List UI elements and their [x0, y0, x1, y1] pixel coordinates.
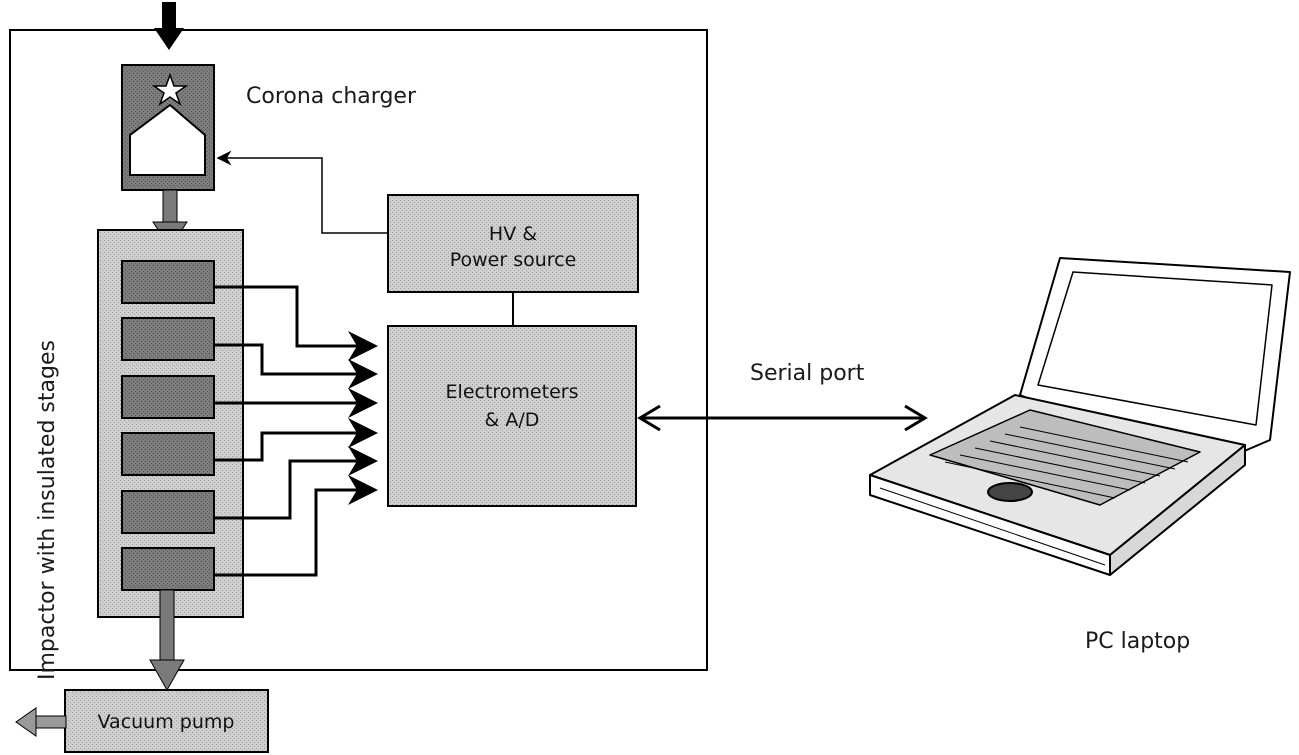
impactor-stage: [122, 318, 214, 360]
impactor-stage: [122, 433, 214, 475]
hv-to-charger-line: [218, 158, 388, 233]
inlet-arrow: [154, 2, 184, 50]
hv-label-line2: Power source: [450, 249, 577, 271]
corona-charger-label: Corona charger: [246, 84, 417, 109]
electrometers-label-line2: & A/D: [485, 409, 540, 431]
exhaust-arrow: [16, 708, 66, 736]
serial-port-arrow: [640, 406, 925, 430]
hv-label-line1: HV &: [489, 223, 537, 245]
impactor-label: Impactor with insulated stages: [35, 340, 60, 680]
impactor-stage: [122, 376, 214, 418]
impactor-stage: [122, 491, 214, 533]
pc-laptop-label: PC laptop: [1085, 629, 1190, 654]
impactor-stage: [122, 548, 214, 590]
corona-charger: [122, 65, 214, 190]
vacuum-pump-label: Vacuum pump: [98, 711, 235, 733]
impactor-stage: [122, 261, 214, 303]
laptop-icon: [870, 258, 1290, 575]
serial-port-label: Serial port: [750, 361, 865, 386]
electrometers-label-line1: Electrometers: [446, 381, 579, 403]
